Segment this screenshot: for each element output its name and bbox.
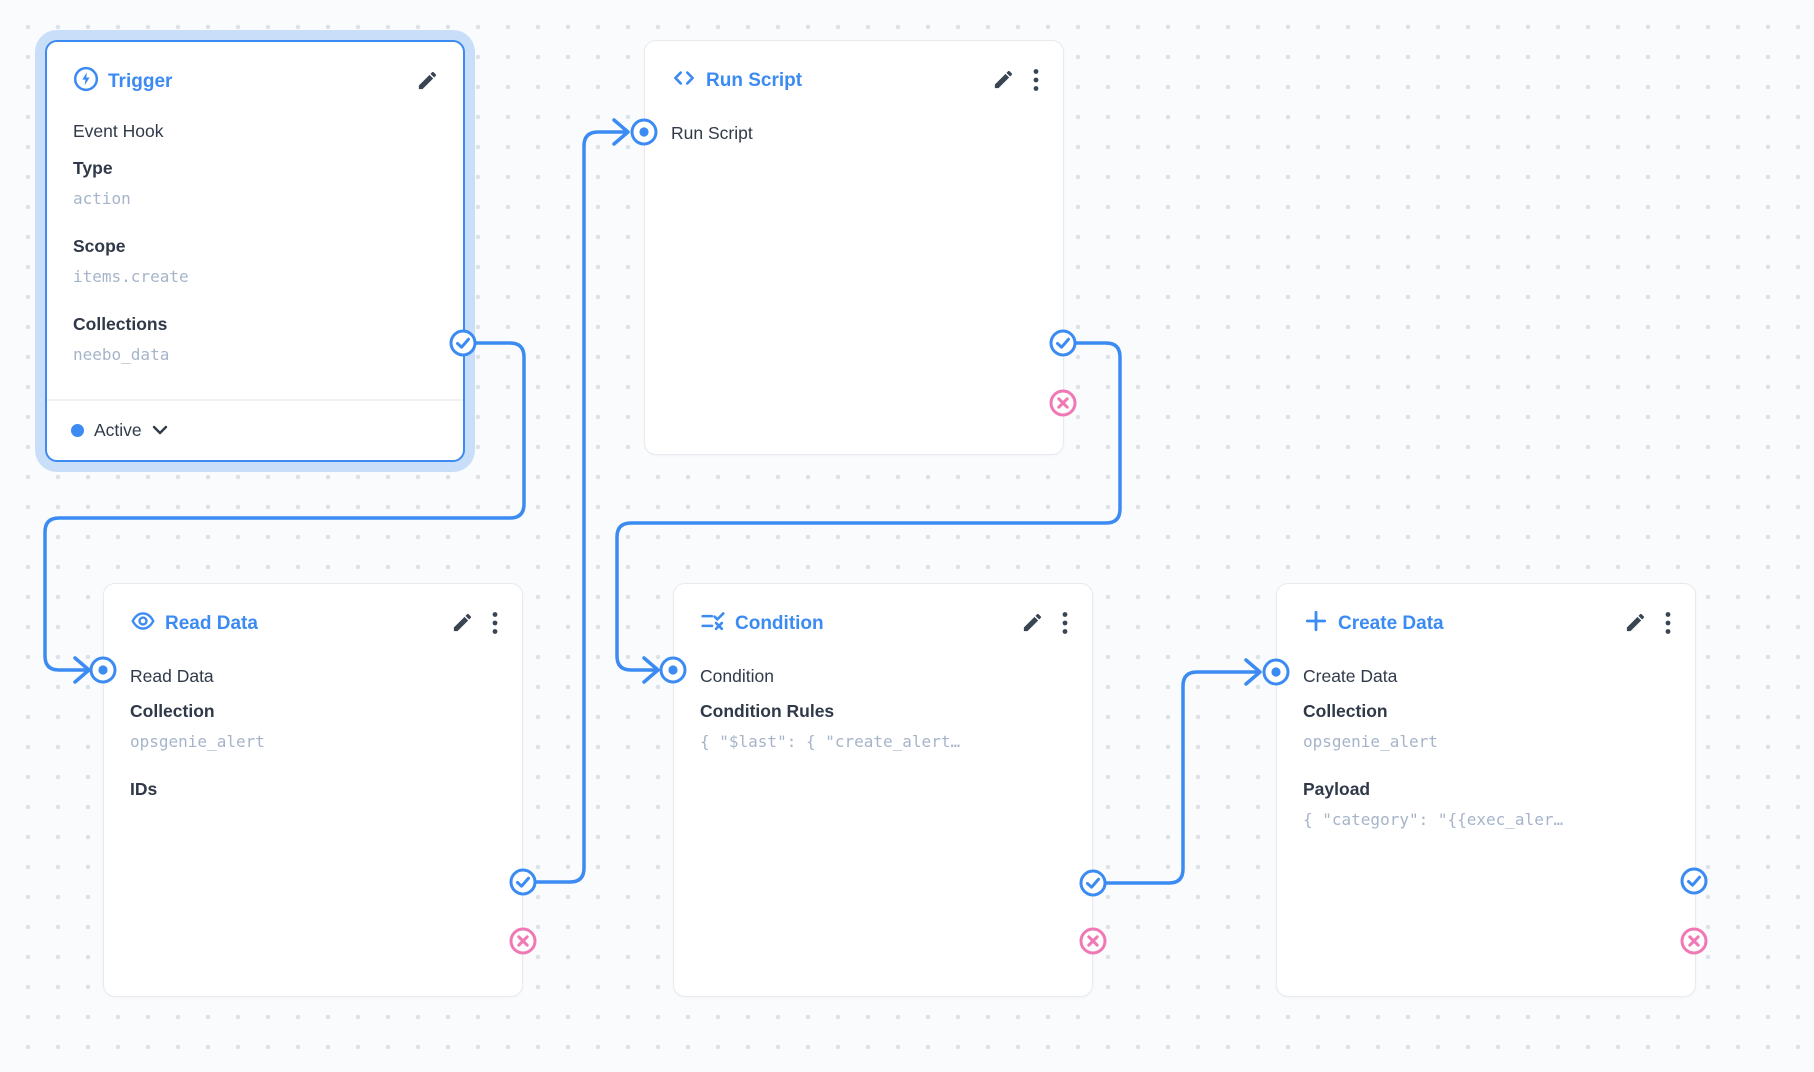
node-trigger-title: Trigger (73, 66, 414, 98)
run-script-resolve-handle[interactable] (1049, 329, 1077, 357)
run-script-reject-handle[interactable] (1049, 389, 1077, 417)
code-icon (671, 65, 697, 97)
eye-icon (130, 608, 156, 640)
condition-input-label: Condition (700, 666, 774, 686)
pencil-icon (416, 69, 439, 95)
node-run-script-title: Run Script (671, 65, 990, 97)
pencil-icon (1021, 611, 1044, 637)
status-label: Active (94, 420, 142, 440)
node-read-data-title: Read Data (130, 608, 449, 640)
pencil-icon (1624, 611, 1647, 637)
run-script-input-label: Run Script (671, 123, 753, 143)
read-data-resolve-handle[interactable] (509, 868, 537, 896)
trigger-event-type: Event Hook (73, 121, 164, 141)
more-options-button[interactable] (1663, 609, 1673, 640)
kebab-menu-icon (1033, 68, 1039, 95)
edge-read-data-to-run-script-arrowhead (612, 118, 630, 146)
read-data-input-handle[interactable] (89, 656, 117, 684)
read-data-input-label: Read Data (130, 666, 214, 686)
create-data-reject-handle[interactable] (1680, 927, 1708, 955)
create-data-collection-label: Collection (1303, 701, 1388, 721)
trigger-status-dropdown[interactable]: Active (47, 399, 463, 460)
create-data-collection-value: opsgenie_alert (1303, 732, 1438, 751)
trigger-collections-label: Collections (73, 314, 168, 334)
create-data-payload-value: { "category": "{{exec_aler… (1303, 810, 1564, 829)
condition-rules-label: Condition Rules (700, 701, 835, 721)
edge-read-data-to-run-script (521, 130, 628, 884)
create-data-resolve-handle[interactable] (1680, 867, 1708, 895)
node-read-data[interactable]: Read Data (103, 583, 523, 997)
trigger-scope-label: Scope (73, 236, 126, 256)
read-data-collection-value: opsgenie_alert (130, 732, 265, 751)
pencil-icon (451, 611, 474, 637)
condition-input-handle[interactable] (659, 656, 687, 684)
rule-icon (700, 608, 726, 640)
kebab-menu-icon (1062, 611, 1068, 638)
bolt-circle-icon (73, 66, 99, 98)
trigger-type-value: action (73, 189, 131, 208)
edit-button[interactable] (414, 67, 441, 97)
edit-button[interactable] (449, 609, 476, 639)
create-data-input-handle[interactable] (1262, 658, 1290, 686)
kebab-menu-icon (492, 611, 498, 638)
node-create-data-title: Create Data (1303, 608, 1622, 640)
node-condition-title: Condition (700, 608, 1019, 640)
edge-condition-to-create-data (1091, 670, 1260, 885)
condition-resolve-handle[interactable] (1079, 869, 1107, 897)
node-run-script[interactable]: Run Script (644, 40, 1064, 455)
condition-reject-handle[interactable] (1079, 927, 1107, 955)
edit-button[interactable] (1019, 609, 1046, 639)
edge-run-script-to-condition-arrowhead (642, 656, 660, 684)
create-data-input-label: Create Data (1303, 666, 1398, 686)
node-create-data[interactable]: Create Data (1276, 583, 1696, 997)
more-options-button[interactable] (1060, 609, 1070, 640)
read-data-reject-handle[interactable] (509, 927, 537, 955)
trigger-type-label: Type (73, 158, 113, 178)
chevron-down-icon (152, 422, 168, 440)
edge-condition-to-create-data-arrowhead (1244, 658, 1262, 686)
trigger-scope-value: items.create (73, 267, 189, 286)
read-data-collection-label: Collection (130, 701, 215, 721)
edit-button[interactable] (1622, 609, 1649, 639)
edge-trigger-to-read-data-arrowhead (73, 656, 91, 684)
node-trigger[interactable]: Trigger Event Hook Type action Scope ite… (45, 40, 465, 462)
plus-icon (1303, 608, 1329, 640)
read-data-ids-label: IDs (130, 779, 158, 799)
status-active-dot (71, 424, 84, 437)
pencil-icon (992, 68, 1015, 94)
run-script-input-handle[interactable] (630, 118, 658, 146)
create-data-payload-label: Payload (1303, 779, 1371, 799)
node-condition[interactable]: Condition (673, 583, 1093, 997)
more-options-button[interactable] (490, 609, 500, 640)
trigger-collections-value: neebo_data (73, 345, 170, 364)
trigger-resolve-handle[interactable] (449, 329, 477, 357)
more-options-button[interactable] (1031, 66, 1041, 97)
edit-button[interactable] (990, 66, 1017, 96)
kebab-menu-icon (1665, 611, 1671, 638)
condition-rules-value: { "$last": { "create_alert… (700, 732, 961, 751)
